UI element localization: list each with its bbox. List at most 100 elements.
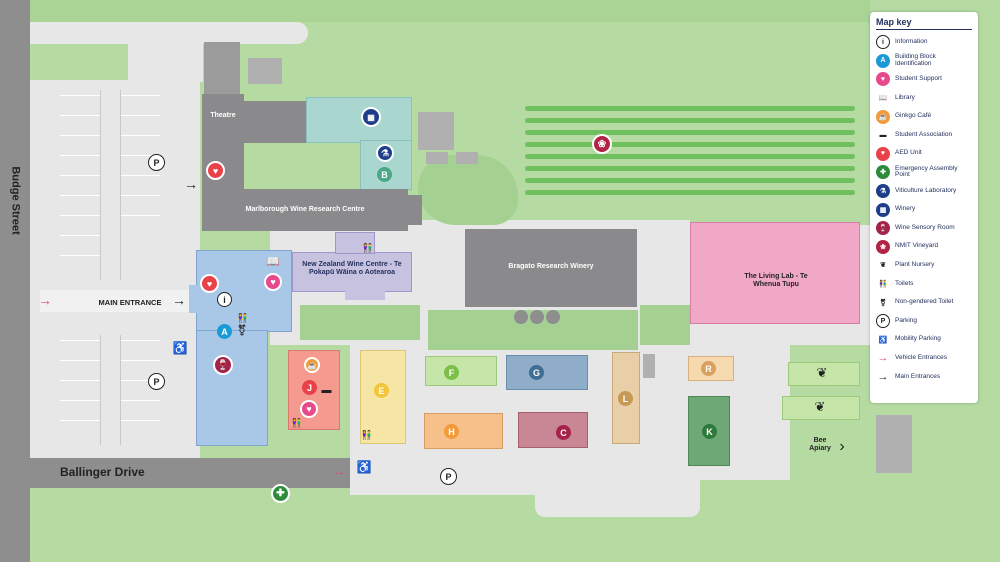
- non-gendered-toilet-icon[interactable]: ⚧: [237, 325, 247, 337]
- mobility-parking-icon[interactable]: ♿: [356, 460, 372, 474]
- wine-glass-icon: 🍷: [876, 221, 890, 236]
- map-key-item: ✚Emergency Assembly Point: [876, 163, 972, 182]
- aed-icon[interactable]: ♥: [206, 161, 225, 180]
- nzwc-foot: [345, 290, 385, 300]
- service-box-2: [418, 112, 454, 150]
- toilets-icon[interactable]: 👫: [237, 313, 249, 323]
- toilets-icon[interactable]: 👫: [361, 430, 373, 440]
- student-association-icon: ▬: [876, 128, 890, 143]
- block-a-wing[interactable]: [196, 330, 268, 446]
- ballinger-drive-road: [30, 458, 390, 488]
- mwrc-courtyard: [306, 97, 412, 143]
- main-entrance-arrow-icon[interactable]: →: [184, 176, 198, 192]
- aed-icon: ♥: [876, 146, 890, 161]
- nursery-1[interactable]: [788, 362, 860, 386]
- block-a-marker[interactable]: A: [217, 324, 232, 339]
- block-j-marker[interactable]: J: [302, 380, 317, 395]
- living-lab-building[interactable]: [690, 222, 860, 324]
- map-key-item: ▦Winery: [876, 200, 972, 219]
- block-b-marker[interactable]: B: [377, 167, 392, 182]
- vine-row: [525, 118, 855, 123]
- vine-row: [525, 166, 855, 171]
- block-f-building[interactable]: [425, 356, 497, 386]
- tank-1: [514, 310, 528, 324]
- information-icon[interactable]: i: [217, 292, 232, 307]
- block-h-building[interactable]: [424, 413, 503, 449]
- map-key-label: Winery: [895, 205, 916, 213]
- block-r-marker[interactable]: R: [701, 361, 716, 376]
- block-e-building[interactable]: [360, 350, 406, 444]
- parking-marker[interactable]: P: [148, 373, 165, 390]
- microscope-icon: ⚗: [876, 184, 890, 199]
- vehicle-entrance-arrow-icon[interactable]: →: [38, 292, 52, 308]
- map-key-label: Ginkgo Café: [895, 112, 932, 120]
- library-icon[interactable]: 📖: [266, 256, 280, 268]
- student-association-icon[interactable]: ▬: [321, 385, 332, 396]
- block-f-marker[interactable]: F: [444, 365, 459, 380]
- map-key-item: ☕Ginkgo Café: [876, 107, 972, 126]
- block-c-marker[interactable]: C: [556, 425, 571, 440]
- microscope-icon[interactable]: ⚗: [376, 144, 394, 162]
- parking-line: [120, 115, 160, 116]
- student-support-icon[interactable]: ♥: [300, 400, 318, 418]
- parking-line: [120, 155, 160, 156]
- lawn-strip-1: [300, 305, 420, 340]
- vineyard-icon[interactable]: ❀: [592, 134, 612, 154]
- vehicle-entrance-arrow-icon: →: [877, 352, 889, 365]
- parking-line: [120, 135, 160, 136]
- map-key-label: Information: [895, 37, 928, 45]
- nursery-2[interactable]: [782, 396, 860, 420]
- parking-line: [60, 380, 100, 381]
- main-entrance-arrow-icon[interactable]: →: [172, 292, 186, 308]
- parking-line: [60, 235, 100, 236]
- assembly-point-icon[interactable]: ✚: [271, 484, 290, 503]
- map-key-item: 👫Toilets: [876, 275, 972, 294]
- block-l-marker[interactable]: L: [618, 391, 633, 406]
- mwrc-annex: [400, 195, 422, 225]
- parking-marker[interactable]: P: [440, 468, 457, 485]
- cafe-icon[interactable]: ☕: [304, 357, 320, 373]
- parking-marker[interactable]: P: [148, 154, 165, 171]
- parking-line: [120, 215, 160, 216]
- block-h-marker[interactable]: H: [444, 424, 459, 439]
- winery-icon[interactable]: ▦: [361, 107, 381, 127]
- mwrc-inner-lawn: [246, 143, 360, 189]
- main-entrance-arrow-icon: →: [877, 370, 889, 383]
- service-box-6: [643, 354, 655, 378]
- bee-apiary-arrow-icon[interactable]: ›: [839, 438, 845, 455]
- block-e-marker[interactable]: E: [374, 383, 389, 398]
- theatre-building[interactable]: [202, 94, 244, 194]
- wine-glass-icon[interactable]: 🍷: [213, 355, 233, 375]
- map-key-label: Mobility Parking: [895, 335, 941, 343]
- student-support-icon[interactable]: ♥: [264, 273, 282, 291]
- mobility-parking-icon: ♿: [876, 332, 890, 347]
- vehicle-entrance-arrow-icon[interactable]: →: [332, 463, 346, 479]
- bragato-building[interactable]: [465, 229, 637, 307]
- map-key-label: Viticulture Laboratory: [895, 186, 957, 194]
- mwrc-building-top[interactable]: [240, 101, 306, 143]
- toilets-icon[interactable]: 👫: [291, 418, 303, 428]
- parking-line: [120, 95, 160, 96]
- map-key-label: Non-gendered Toilet: [895, 298, 954, 306]
- block-g-marker[interactable]: G: [529, 365, 544, 380]
- block-k-marker[interactable]: K: [702, 424, 717, 439]
- non-gendered-toilet-icon: ⚧: [876, 295, 890, 310]
- block-g-building[interactable]: [506, 355, 588, 390]
- toilets-icon[interactable]: 👫: [362, 243, 374, 253]
- block-a-entrance: [189, 285, 199, 313]
- building-block-icon: A: [876, 53, 890, 68]
- map-key-label: Plant Nursery: [895, 261, 935, 269]
- plaza-lawn-2: [640, 305, 690, 345]
- block-c-building[interactable]: [518, 412, 588, 448]
- map-key-item: →Vehicle Entrances: [876, 349, 972, 368]
- mwrc-building[interactable]: [202, 189, 408, 231]
- parking-divider: [120, 90, 121, 280]
- student-support-icon: ♥: [876, 72, 890, 87]
- mobility-parking-icon[interactable]: ♿: [172, 341, 188, 355]
- map-key-item: 📖Library: [876, 89, 972, 108]
- aed-icon[interactable]: ♥: [200, 274, 219, 293]
- theatre-label: Theatre: [210, 112, 236, 119]
- vine-row: [525, 178, 855, 183]
- lawn-circle: [418, 155, 518, 225]
